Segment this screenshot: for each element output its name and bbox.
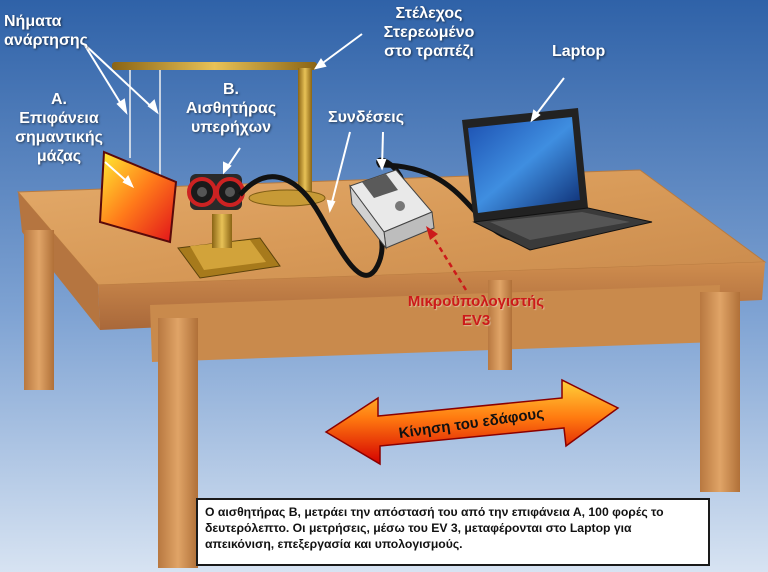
- cable-sensor-ev3: [238, 174, 385, 278]
- label-threads-line-2: ανάρτησης: [4, 32, 88, 49]
- table-front-apron: [150, 285, 720, 362]
- table-leg-back-right: [488, 280, 512, 370]
- ultrasonic-sensor-b: [177, 174, 281, 279]
- label-sensor-b-line-3: υπερήχων: [190, 119, 272, 136]
- label-laptop: Laptop: [552, 43, 606, 60]
- pointer-arrows: [83, 33, 565, 213]
- table-leg-back-left: [24, 230, 54, 390]
- caption-box: Ο αισθητήρας Β, μετράει την απόστασή του…: [196, 498, 710, 566]
- label-sensor-b-line-1: Β.: [223, 81, 239, 98]
- ev3-dashed-pointer: [428, 231, 468, 291]
- label-sensor-b: Β. Αισθητήρας υπερήχων: [176, 80, 286, 137]
- label-surface-a-line-3: σημαντικής: [15, 129, 103, 146]
- label-surface-a-line-4: μάζας: [36, 148, 82, 165]
- ev3-brick: [349, 169, 435, 250]
- label-surface-a-line-2: Επιφάνεια: [19, 110, 99, 127]
- table-leg-front-right: [700, 292, 740, 492]
- label-rod-line-3: στο τραπέζι: [384, 43, 474, 60]
- table-left-edge: [18, 192, 100, 330]
- label-ev3-line-1: Μικροϋπολογιστής: [407, 293, 545, 310]
- ev3-dashed-arrowhead: [426, 226, 438, 240]
- support-rod: [112, 62, 326, 207]
- label-rod-line-2: Στερεωμένο: [383, 24, 475, 41]
- label-surface-a: Α. Επιφάνεια σημαντικής μάζας: [4, 90, 114, 166]
- ground-motion-arrow: Κίνηση του εδάφους: [324, 378, 620, 466]
- label-connections: Συνδέσεις: [328, 109, 405, 126]
- label-rod: Στέλεχος Στερεωμένο στο τραπέζι: [354, 4, 504, 61]
- label-threads-line-1: Νήματα: [4, 13, 62, 30]
- label-ev3: Μικροϋπολογιστής EV3: [396, 292, 556, 330]
- label-rod-line-1: Στέλεχος: [395, 5, 463, 22]
- label-surface-a-line-1: Α.: [51, 91, 67, 108]
- label-threads: Νήματα ανάρτησης: [4, 12, 88, 50]
- table-leg-front-left: [158, 318, 198, 568]
- laptop-illustration: [462, 108, 653, 251]
- label-ev3-line-2: EV3: [461, 312, 491, 329]
- label-sensor-b-line-2: Αισθητήρας: [185, 100, 277, 117]
